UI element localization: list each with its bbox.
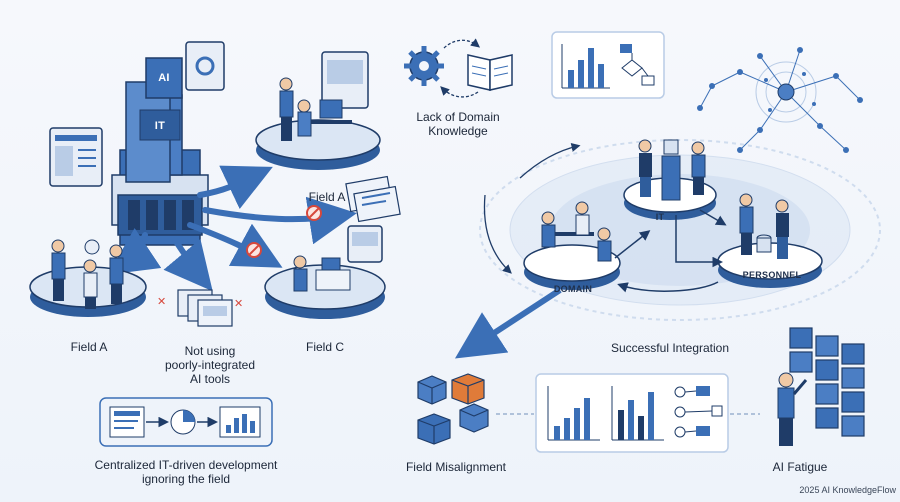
- field-a-left-platform: [29, 239, 147, 317]
- network-nodes: [697, 47, 863, 153]
- personnel-platform: [717, 193, 823, 288]
- misalignment-arrow: [454, 287, 562, 359]
- blocked-icon-2: [246, 242, 262, 258]
- label-tower-ai: AI: [158, 72, 170, 84]
- blocked-icon-1: [306, 205, 322, 221]
- unused-tools-stack: ✕ ✕: [157, 289, 243, 327]
- label-centralized-line-2: ignoring the field: [141, 472, 231, 486]
- floating-documents: [345, 175, 401, 223]
- chart-flow-card-top: [551, 31, 665, 99]
- label-platform-it: IT: [655, 212, 665, 222]
- chart-flow-card-bottom: [535, 373, 729, 453]
- platform-connectors: [614, 209, 727, 293]
- tower-side-screens: [49, 41, 225, 187]
- svg-text:✕: ✕: [234, 297, 243, 310]
- label-field-c: Field C: [305, 340, 344, 354]
- label-successful-integration: Successful Integration: [610, 341, 730, 355]
- tired-person: [777, 372, 808, 446]
- field-a-top-platform: [255, 51, 381, 170]
- ai-fatigue-tiles: [789, 327, 865, 437]
- label-platform-domain: DOMAIN: [553, 284, 593, 294]
- network-graph: [699, 49, 861, 151]
- credit-text: 2025 AI KnowledgeFlow: [799, 485, 896, 495]
- svg-text:✕: ✕: [157, 295, 166, 308]
- label-centralized-line-1: Centralized IT-driven development: [94, 458, 278, 472]
- gear-icon: [404, 46, 444, 86]
- label-not-using-line-3: AI tools: [189, 372, 231, 386]
- label-lack-domain-line-1: Lack of Domain: [416, 110, 500, 124]
- label-ai-fatigue: AI Fatigue: [772, 460, 828, 474]
- label-field-misalignment: Field Misalignment: [405, 460, 507, 474]
- label-not-using-line-1: Not using: [184, 344, 236, 358]
- domain-platform: [523, 201, 621, 290]
- tower-arrows: [108, 165, 357, 292]
- misaligned-cubes: [417, 373, 489, 445]
- field-c-platform: [264, 225, 386, 319]
- cycle-arrows: [440, 38, 481, 98]
- label-lack-domain-line-2: Knowledge: [428, 124, 488, 138]
- label-field-a-top: Field A: [308, 190, 346, 204]
- label-tower-it: IT: [154, 120, 166, 132]
- label-platform-personnel: PERSONNEL: [742, 270, 802, 280]
- it-platform: [623, 139, 717, 220]
- centralized-flow-box: [99, 397, 273, 447]
- book-icon: [467, 54, 513, 91]
- label-field-a-left: Field A: [70, 340, 108, 354]
- label-not-using-line-2: poorly-integrated: [164, 358, 256, 372]
